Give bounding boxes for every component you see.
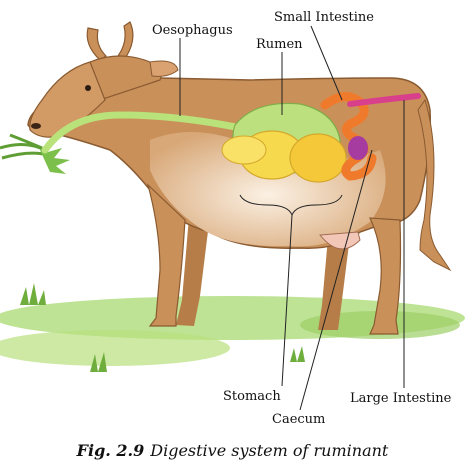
label-large-intestine: Large Intestine xyxy=(350,391,452,406)
ruminant-digestive-diagram xyxy=(0,21,465,411)
caption-text: Digestive system of ruminant xyxy=(150,441,389,460)
figure-caption: Fig. 2.9 Digestive system of ruminant xyxy=(0,441,465,460)
caecum xyxy=(348,136,368,160)
label-rumen: Rumen xyxy=(256,37,303,52)
large-intestine xyxy=(347,93,421,107)
stomach xyxy=(221,130,347,183)
label-caecum: Caecum xyxy=(272,412,326,427)
label-oesophagus: Oesophagus xyxy=(152,23,233,38)
cow-head xyxy=(29,21,179,138)
ground-grass xyxy=(0,283,465,372)
leader-lines xyxy=(179,25,405,411)
digestive-system xyxy=(41,92,421,183)
caption-number: Fig. 2.9 xyxy=(76,441,145,460)
cow-near-legs xyxy=(146,183,402,335)
label-stomach: Stomach xyxy=(223,389,281,404)
cow-tail xyxy=(417,98,452,272)
label-small-intestine: Small Intestine xyxy=(274,10,374,25)
oesophagus xyxy=(41,111,254,154)
grass-in-mouth xyxy=(0,133,70,174)
